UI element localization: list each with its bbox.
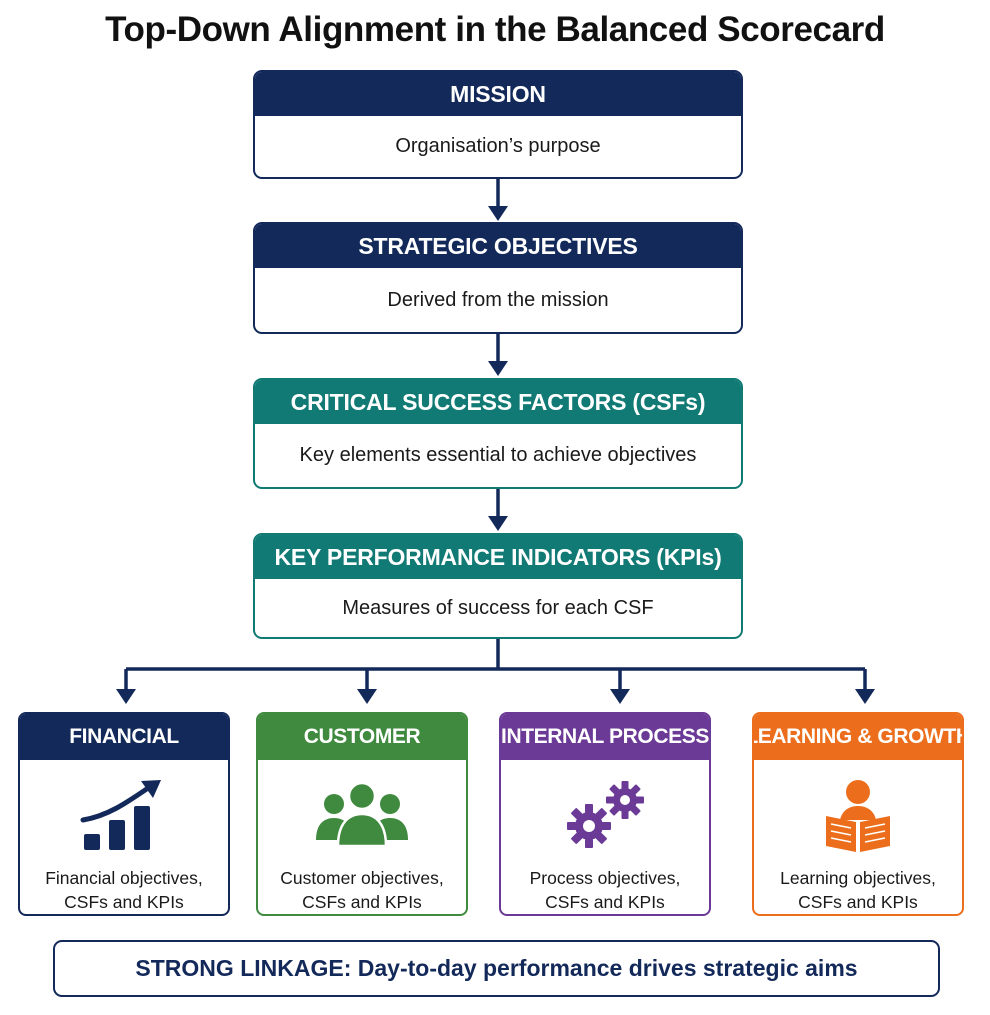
financial-heading: FINANCIAL bbox=[20, 714, 228, 760]
learning-growth-perspective: LEARNING & GROWTH Learning objectives, C… bbox=[752, 712, 964, 916]
strategic-objectives-description: Derived from the mission bbox=[387, 288, 609, 311]
strong-linkage-text: Day-to-day performance drives strategic … bbox=[357, 955, 858, 981]
arrowhead bbox=[488, 206, 508, 221]
learning-growth-heading: LEARNING & GROWTH bbox=[754, 714, 962, 760]
learning-growth-description-line1: Learning objectives, bbox=[780, 868, 936, 888]
strong-linkage-label: STRONG LINKAGE: bbox=[135, 955, 352, 981]
kpis-heading: KEY PERFORMANCE INDICATORS (KPIs) bbox=[255, 535, 741, 579]
learning-growth-description-line2: CSFs and KPIs bbox=[798, 892, 918, 912]
csfs-heading: CRITICAL SUCCESS FACTORS (CSFs) bbox=[255, 380, 741, 424]
arrowhead bbox=[488, 361, 508, 376]
financial-description-line1: Financial objectives, bbox=[45, 868, 203, 888]
reading-person-icon bbox=[826, 780, 890, 852]
customer-description-line2: CSFs and KPIs bbox=[302, 892, 422, 912]
rising-bar-chart-icon bbox=[80, 780, 161, 850]
customer-description-line1: Customer objectives, bbox=[280, 868, 444, 888]
internal-process-perspective: INTERNAL PROCESS bbox=[499, 712, 711, 916]
kpis-description: Measures of success for each CSF bbox=[342, 596, 654, 619]
kpis-box: KEY PERFORMANCE INDICATORS (KPIs) Measur… bbox=[253, 533, 743, 639]
customer-group-icon bbox=[316, 781, 408, 848]
strategic-objectives-box: STRATEGIC OBJECTIVES Derived from the mi… bbox=[253, 222, 743, 334]
strong-linkage-banner: STRONG LINKAGE: Day-to-day performance d… bbox=[53, 940, 940, 997]
arrowhead bbox=[116, 689, 136, 704]
customer-description: Customer objectives, CSFs and KPIs bbox=[258, 866, 466, 914]
internal-process-description-line1: Process objectives, bbox=[529, 868, 681, 888]
financial-perspective: FINANCIAL Financial objectives, CSFs and… bbox=[18, 712, 230, 916]
internal-process-description: Process objectives, CSFs and KPIs bbox=[501, 866, 709, 914]
arrowhead bbox=[488, 516, 508, 531]
arrowhead bbox=[610, 689, 630, 704]
customer-perspective: CUSTOMER Customer objectives, CSFs and K… bbox=[256, 712, 468, 916]
gears-icon bbox=[567, 781, 644, 848]
arrowhead bbox=[855, 689, 875, 704]
internal-process-description-line2: CSFs and KPIs bbox=[545, 892, 665, 912]
financial-description-line2: CSFs and KPIs bbox=[64, 892, 184, 912]
customer-heading: CUSTOMER bbox=[258, 714, 466, 760]
page-title: Top-Down Alignment in the Balanced Score… bbox=[105, 10, 885, 49]
mission-description: Organisation’s purpose bbox=[395, 135, 601, 157]
financial-description: Financial objectives, CSFs and KPIs bbox=[20, 866, 228, 914]
mission-heading: MISSION bbox=[255, 72, 741, 116]
arrowhead bbox=[357, 689, 377, 704]
csfs-box: CRITICAL SUCCESS FACTORS (CSFs) Key elem… bbox=[253, 378, 743, 489]
strategic-objectives-heading: STRATEGIC OBJECTIVES bbox=[255, 224, 741, 268]
mission-box: MISSION Organisation’s purpose bbox=[253, 70, 743, 179]
csfs-description: Key elements essential to achieve object… bbox=[299, 444, 697, 466]
learning-growth-description: Learning objectives, CSFs and KPIs bbox=[754, 866, 962, 914]
internal-process-heading: INTERNAL PROCESS bbox=[501, 714, 709, 760]
